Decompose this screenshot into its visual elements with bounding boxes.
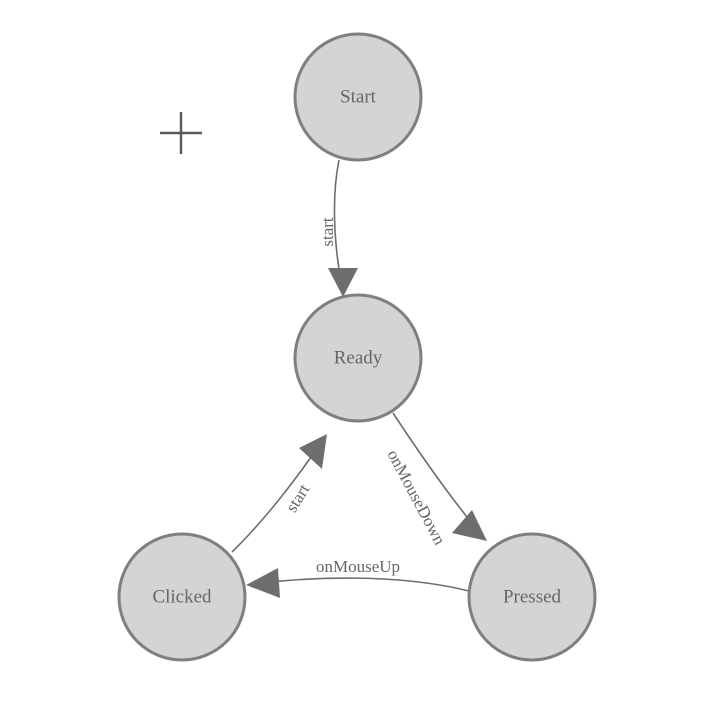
node-label: Pressed	[503, 586, 562, 607]
node-label: Clicked	[152, 586, 212, 607]
edge-clicked-to-ready[interactable]: start	[231, 434, 327, 553]
arrowhead-icon	[246, 568, 280, 598]
node-start[interactable]: Start	[293, 32, 423, 162]
edge-line	[252, 577, 470, 592]
node-circle	[293, 32, 423, 162]
node-circle	[293, 293, 423, 423]
node-label: Ready	[334, 347, 383, 368]
arrowhead-icon	[299, 434, 327, 469]
edge-label-onmouseup: onMouseUp	[316, 557, 400, 576]
node-clicked[interactable]: Clicked	[117, 532, 247, 662]
node-circle	[117, 532, 247, 662]
nodes-layer: Start Ready Clicked Pressed	[117, 32, 597, 662]
edge-label-start: start	[318, 217, 337, 247]
edge-ready-to-pressed[interactable]: onMouseDown	[383, 412, 487, 549]
edge-label-start-return: start	[282, 480, 314, 515]
arrowhead-icon	[452, 510, 487, 541]
node-circle	[467, 532, 597, 662]
arrowhead-icon	[328, 268, 358, 297]
edge-pressed-to-clicked[interactable]: onMouseUp	[246, 557, 470, 598]
node-ready[interactable]: Ready	[293, 293, 423, 423]
node-label: Start	[340, 86, 377, 107]
crosshair-marker[interactable]	[160, 112, 202, 154]
edge-label-onmousedown: onMouseDown	[383, 447, 449, 549]
node-pressed[interactable]: Pressed	[467, 532, 597, 662]
edge-start-to-ready[interactable]: start	[318, 159, 358, 297]
